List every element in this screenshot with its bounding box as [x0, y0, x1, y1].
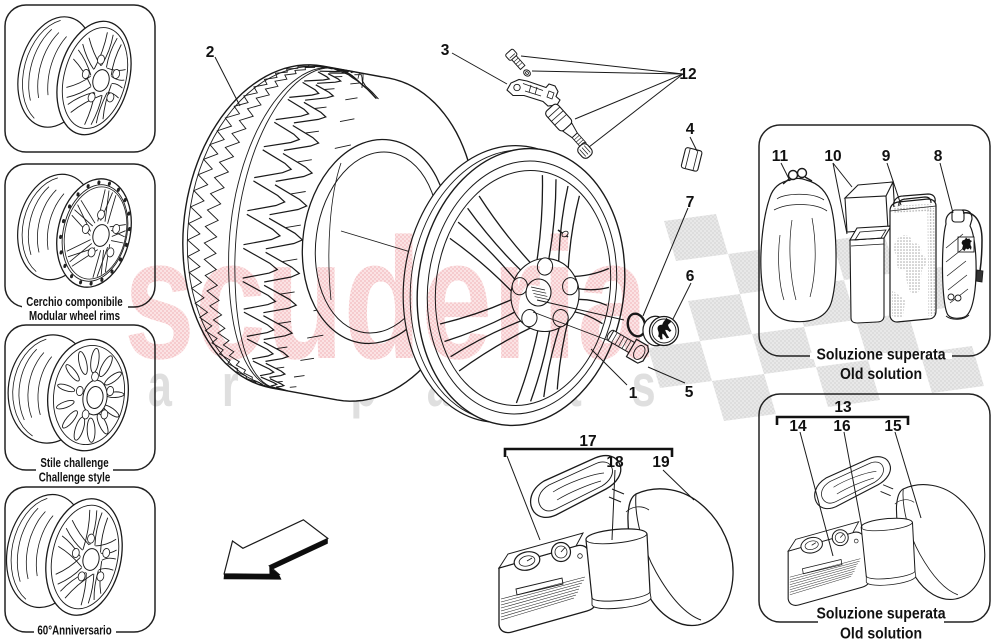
- svg-text:15: 15: [884, 418, 902, 435]
- svg-text:11: 11: [772, 148, 789, 165]
- svg-text:6: 6: [686, 268, 695, 285]
- svg-text:Cerchio componibile: Cerchio componibile: [26, 296, 122, 310]
- svg-text:10: 10: [824, 148, 841, 165]
- svg-text:3: 3: [441, 42, 450, 59]
- svg-text:19: 19: [652, 454, 670, 471]
- svg-text:Old solution: Old solution: [840, 365, 922, 383]
- svg-text:scuderia: scuderia: [124, 203, 649, 395]
- svg-text:18: 18: [606, 454, 624, 471]
- svg-text:1: 1: [629, 385, 638, 402]
- svg-text:60°Anniversario: 60°Anniversario: [37, 624, 111, 638]
- svg-text:13: 13: [834, 399, 852, 416]
- svg-text:14: 14: [789, 418, 807, 435]
- svg-text:2: 2: [206, 44, 215, 61]
- svg-text:Soluzione superata: Soluzione superata: [816, 605, 946, 623]
- svg-text:16: 16: [833, 418, 851, 435]
- svg-text:Old solution: Old solution: [840, 625, 922, 641]
- svg-text:12: 12: [679, 66, 696, 83]
- svg-text:Challenge style: Challenge style: [39, 471, 110, 485]
- svg-text:17: 17: [579, 433, 596, 450]
- svg-text:8: 8: [934, 148, 943, 165]
- svg-text:Soluzione superata: Soluzione superata: [816, 346, 946, 364]
- svg-text:4: 4: [686, 121, 695, 138]
- svg-text:Stile challenge: Stile challenge: [40, 457, 108, 471]
- svg-text:Modular wheel rims: Modular wheel rims: [29, 310, 120, 324]
- svg-text:9: 9: [882, 148, 891, 165]
- svg-text:5: 5: [685, 384, 694, 401]
- svg-text:7: 7: [686, 194, 695, 211]
